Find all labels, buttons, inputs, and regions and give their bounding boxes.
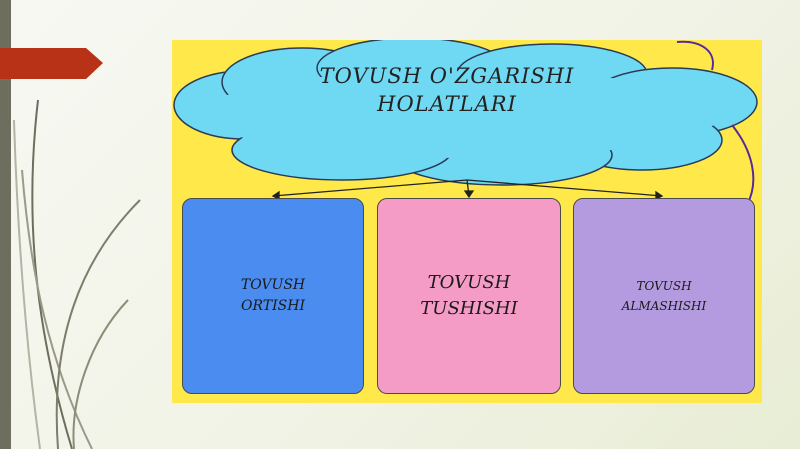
box-2-line2: TUSHISHI xyxy=(420,298,518,319)
cloud-title: TOVUSH O'ZGARISHI HOLATLARI xyxy=(282,62,612,118)
box-tovush-almashishi: TOVUSH ALMASHISHI xyxy=(573,198,755,394)
diagram-panel: TOVUSH O'ZGARISHI HOLATLARI TOVUSH ORTIS… xyxy=(172,40,762,403)
connector-arrows xyxy=(271,179,664,201)
box-1-line2: ORTISHI xyxy=(241,298,305,314)
cloud-title-line2: HOLATLARI xyxy=(377,92,517,116)
box-1-line1: TOVUSH xyxy=(240,277,306,293)
box-3-line2: ALMASHISHI xyxy=(621,299,707,313)
box-2-line1: TOVUSH xyxy=(427,272,511,293)
diagram-graphics xyxy=(173,40,758,206)
box-3-line1: TOVUSH xyxy=(636,279,692,293)
box-tovush-tushishi: TOVUSH TUSHISHI xyxy=(377,198,561,394)
box-tovush-ortishi: TOVUSH ORTISHI xyxy=(182,198,364,394)
cloud-title-line1: TOVUSH O'ZGARISHI xyxy=(319,64,575,88)
arrow-tab-icon xyxy=(0,48,103,79)
left-rail xyxy=(0,0,11,449)
swirl-lines-decoration xyxy=(13,99,141,449)
